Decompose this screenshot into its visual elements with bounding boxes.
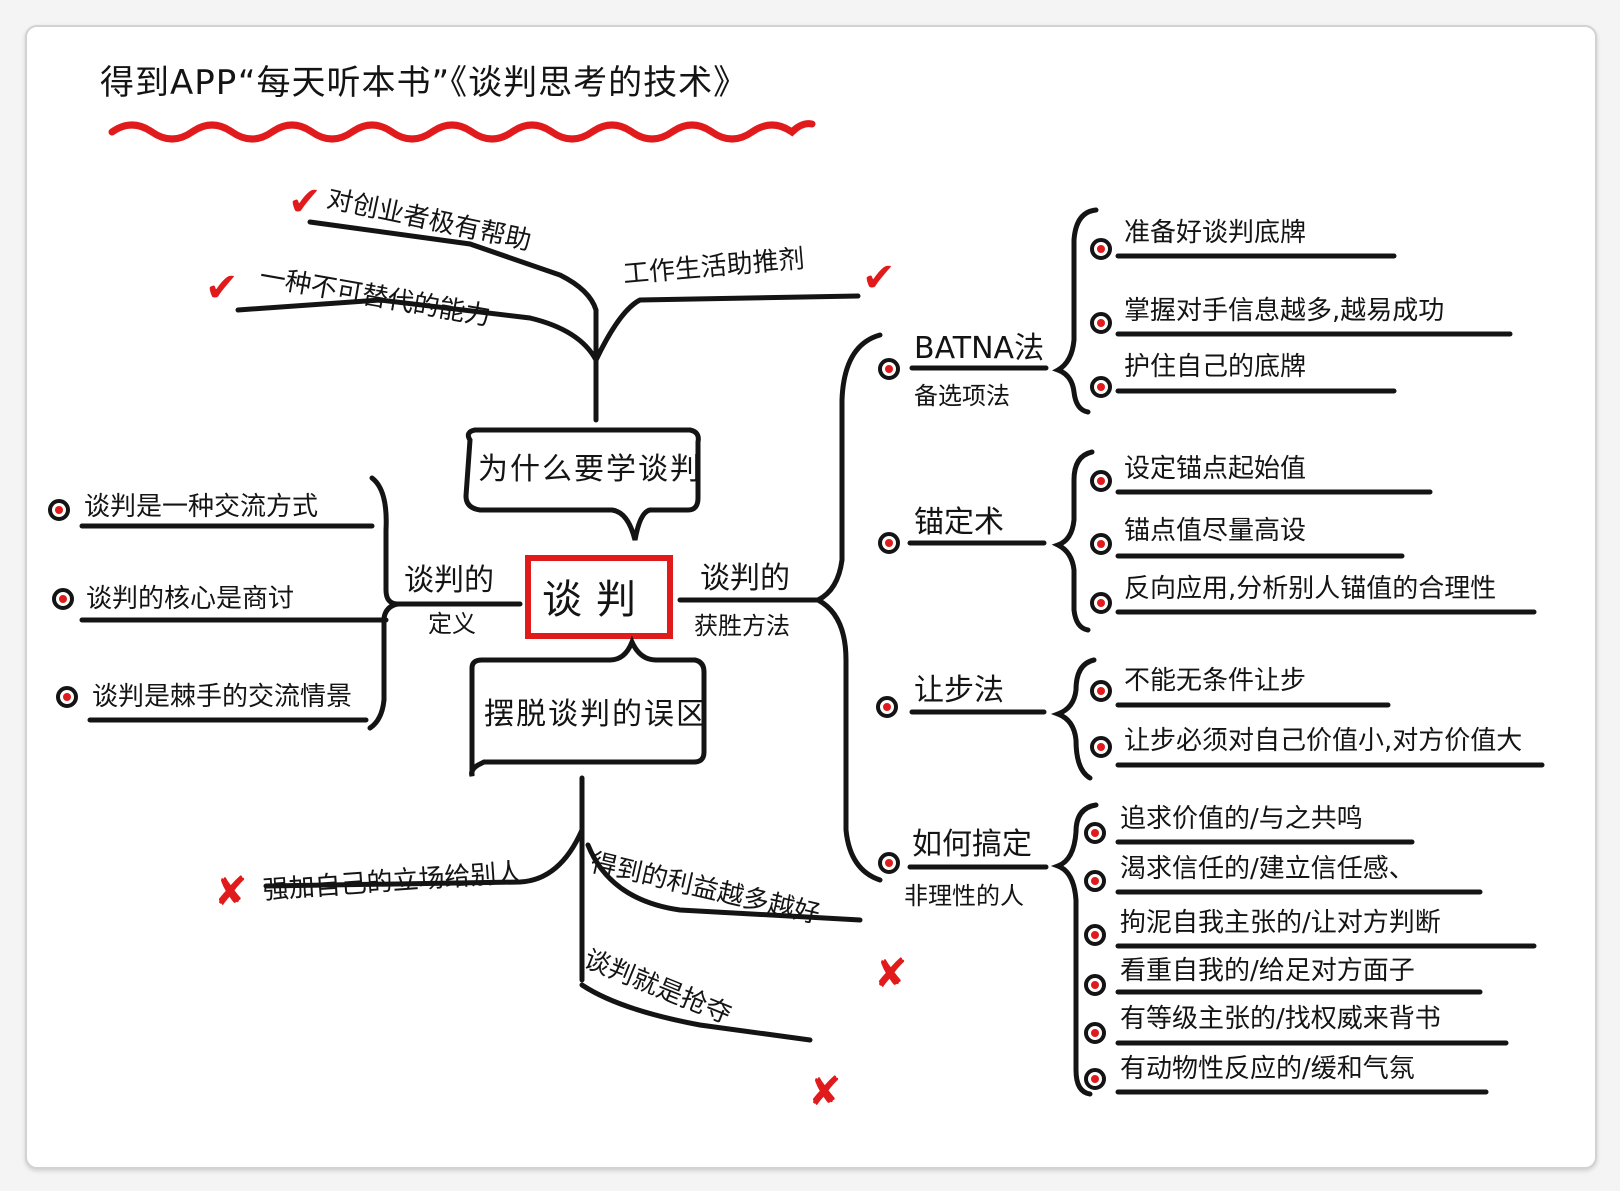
anchor-item-3: 反向应用,分析别人锚值的合理性 xyxy=(1124,574,1497,604)
mindmap-card xyxy=(25,25,1597,1169)
method-anchor: 锚定术 xyxy=(914,505,1004,540)
irrational-item-6: 有动物性反应的/缓和气氛 xyxy=(1120,1054,1415,1084)
topic-winning-line1: 谈判的 xyxy=(700,561,790,596)
definition-item-3: 谈判是棘手的交流情景 xyxy=(92,682,353,712)
concession-item-2: 让步必须对自己价值小,对方价值大 xyxy=(1124,726,1523,756)
check-icon: ✔ xyxy=(862,255,896,301)
anchor-item-1: 设定锚点起始值 xyxy=(1124,454,1307,484)
method-concession: 让步法 xyxy=(914,673,1004,708)
map-title: 得到APP“每天听本书”《谈判思考的技术》 xyxy=(100,63,749,103)
topic-definition-line2: 定义 xyxy=(428,610,476,638)
irrational-item-4: 看重自我的/给足对方面子 xyxy=(1120,956,1415,986)
bullet-icon xyxy=(876,696,898,718)
bullet-icon xyxy=(878,358,900,380)
definition-item-2: 谈判的核心是商讨 xyxy=(86,584,295,614)
definition-item-1: 谈判是一种交流方式 xyxy=(84,492,319,522)
method-batna-line1: BATNA法 xyxy=(914,331,1045,366)
irrational-item-1: 追求价值的/与之共鸣 xyxy=(1120,804,1363,834)
title-wavy-underline xyxy=(108,120,816,143)
anchor-item-2: 锚点值尽量高设 xyxy=(1124,516,1307,546)
topic-definition-line1: 谈判的 xyxy=(404,563,494,598)
batna-item-1: 准备好谈判底牌 xyxy=(1124,218,1307,248)
method-irrational-line1: 如何搞定 xyxy=(912,827,1032,862)
bullet-icon xyxy=(1090,376,1112,398)
central-topic: 谈判 xyxy=(542,577,650,623)
irrational-item-3: 拘泥自我主张的/让对方判断 xyxy=(1120,908,1441,938)
bullet-icon xyxy=(1090,592,1112,614)
cross-icon: ✘ xyxy=(874,951,908,997)
bullet-icon xyxy=(1084,1068,1106,1090)
bullet-icon xyxy=(1084,974,1106,996)
bullet-icon xyxy=(1090,680,1112,702)
batna-item-2: 掌握对手信息越多,越易成功 xyxy=(1124,296,1445,326)
bullet-icon xyxy=(1084,870,1106,892)
irrational-item-5: 有等级主张的/找权威来背书 xyxy=(1120,1004,1441,1034)
bullet-icon xyxy=(48,499,70,521)
topic-winning-line2: 获胜方法 xyxy=(694,612,790,640)
bullet-icon xyxy=(878,532,900,554)
irrational-item-2: 渴求信任的/建立信任感、 xyxy=(1120,854,1415,884)
topic-pitfalls: 摆脱谈判的误区 xyxy=(484,697,708,732)
bullet-icon xyxy=(1084,822,1106,844)
bullet-icon xyxy=(1090,470,1112,492)
bullet-icon xyxy=(56,686,78,708)
check-icon: ✔ xyxy=(288,179,322,225)
batna-item-3: 护住自己的底牌 xyxy=(1124,352,1307,382)
concession-item-1: 不能无条件让步 xyxy=(1124,666,1307,696)
bullet-icon xyxy=(1090,533,1112,555)
bullet-icon xyxy=(878,852,900,874)
check-icon: ✔ xyxy=(205,265,239,311)
bullet-icon xyxy=(1084,1022,1106,1044)
bullet-icon xyxy=(1090,238,1112,260)
bullet-icon xyxy=(1090,312,1112,334)
cross-icon: ✘ xyxy=(808,1069,842,1115)
topic-why-learn: 为什么要学谈判 xyxy=(478,452,702,487)
method-irrational-line2: 非理性的人 xyxy=(904,882,1024,910)
method-batna-line2: 备选项法 xyxy=(914,382,1010,410)
bullet-icon xyxy=(52,588,74,610)
bullet-icon xyxy=(1084,924,1106,946)
cross-icon: ✘ xyxy=(214,869,248,915)
bullet-icon xyxy=(1090,736,1112,758)
